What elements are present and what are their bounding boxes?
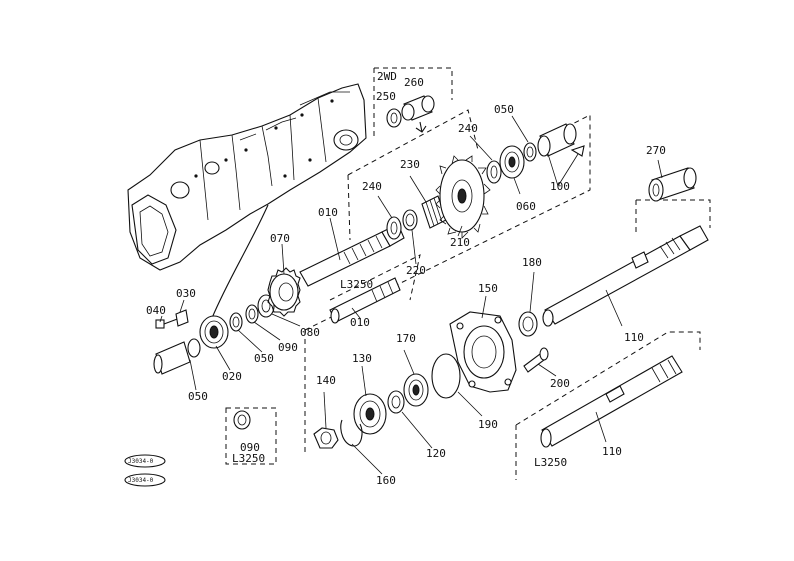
nut-140 <box>313 427 339 449</box>
label-270: 270 <box>646 144 666 157</box>
collar-080 <box>257 294 275 318</box>
stamp-top-outline <box>124 454 166 468</box>
ring-250 <box>386 108 402 128</box>
label-l3250-shaft: L3250 <box>340 278 373 291</box>
washer-030 <box>175 309 189 327</box>
leader-housing-to-020 <box>211 204 269 319</box>
label-090a: 090 <box>278 341 298 354</box>
gear-210 <box>435 155 491 239</box>
leader-lines <box>159 115 663 475</box>
label-220: 220 <box>406 264 426 277</box>
label-100: 100 <box>550 180 570 193</box>
label-150: 150 <box>478 282 498 295</box>
bolt-200 <box>523 347 549 373</box>
label-090b: 090 <box>240 441 260 454</box>
shaft-110-main <box>542 225 709 327</box>
bushing-260 <box>401 95 435 121</box>
label-050a: 050 <box>188 390 208 403</box>
bearing-060 <box>499 145 525 179</box>
sleeve-100 <box>537 123 585 157</box>
part-labels: 010 010 020 030 040 050 050 050 060 070 … <box>146 76 666 487</box>
label-060: 060 <box>516 200 536 213</box>
stamp-bottom-outline <box>124 473 166 487</box>
label-120: 120 <box>426 447 446 460</box>
shaft-110-l3250 <box>540 355 683 448</box>
label-260: 260 <box>404 76 424 89</box>
seal-180 <box>518 311 538 337</box>
snapring-050-a <box>229 312 243 332</box>
bearing-130 <box>353 393 387 435</box>
label-110a: 110 <box>624 331 644 344</box>
washer-240-b <box>486 160 502 184</box>
washer-240-a <box>386 216 402 240</box>
label-130: 130 <box>352 352 372 365</box>
label-050b: 050 <box>254 352 274 365</box>
bearing-020 <box>199 315 229 349</box>
label-050c: 050 <box>494 103 514 116</box>
label-l3250-lower: L3250 <box>534 456 567 469</box>
washer-090 <box>245 304 259 324</box>
washer-090-l3250 <box>233 410 251 430</box>
label-070: 070 <box>270 232 290 245</box>
stamp-bottom: J3034-0 <box>128 477 154 484</box>
label-040: 040 <box>146 304 166 317</box>
label-160: 160 <box>376 474 396 487</box>
oring-190 <box>431 353 461 399</box>
snapring-050-c <box>523 142 537 162</box>
label-230: 230 <box>400 158 420 171</box>
label-200: 200 <box>550 377 570 390</box>
shaft-010-l3250 <box>329 277 401 324</box>
label-190: 190 <box>478 418 498 431</box>
label-020: 020 <box>222 370 242 383</box>
sleeve-270 <box>648 167 697 202</box>
label-140: 140 <box>316 374 336 387</box>
label-250: 250 <box>376 90 396 103</box>
spacer-220 <box>402 209 418 231</box>
label-010b: 010 <box>350 316 370 329</box>
label-010: 010 <box>318 206 338 219</box>
label-180: 180 <box>522 256 542 269</box>
bearing-housing-150 <box>449 311 517 393</box>
bearing-170 <box>403 373 429 407</box>
transmission-housing <box>127 83 367 271</box>
label-2wd: 2WD <box>377 70 397 83</box>
coupling-050-left <box>153 338 201 375</box>
label-030: 030 <box>176 287 196 300</box>
label-240a: 240 <box>362 180 382 193</box>
gear-070 <box>267 267 301 317</box>
label-240b: 240 <box>458 122 478 135</box>
reference-stamps: J3034-0 J3034-0 <box>124 454 166 487</box>
collar-120 <box>387 390 405 414</box>
label-l3250-box: L3250 <box>232 452 265 465</box>
label-110b: 110 <box>602 445 622 458</box>
label-210: 210 <box>450 236 470 249</box>
label-170: 170 <box>396 332 416 345</box>
label-080: 080 <box>300 326 320 339</box>
stamp-top: J3034-0 <box>128 458 154 465</box>
variant-labels: 2WD L3250 L3250 L3250 <box>232 70 567 469</box>
arrow-2wd <box>415 121 427 133</box>
